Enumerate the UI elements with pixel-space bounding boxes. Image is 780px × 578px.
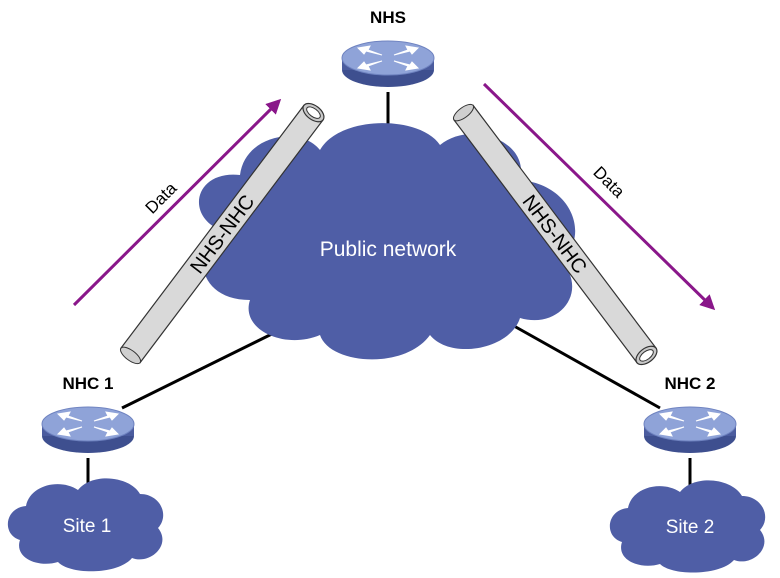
switch-icon (341, 40, 435, 88)
nhc2-label: NHC 2 (664, 374, 715, 393)
public-network-cloud: Public network (198, 123, 576, 360)
site1-label: Site 1 (63, 516, 112, 537)
site2-label: Site 2 (666, 517, 715, 538)
switch-icon (643, 406, 737, 454)
data-label-left: Data (142, 178, 181, 217)
nhc1-label: NHC 1 (62, 374, 113, 393)
nhs-device: NHS (341, 8, 435, 88)
switch-icon (41, 406, 135, 454)
nhs-label: NHS (370, 8, 406, 27)
data-label-right: Data (589, 163, 628, 202)
nhc1-device: NHC 1 (41, 374, 135, 454)
link-nhc2-cloud (513, 324, 661, 410)
data-arrow-left (72, 98, 282, 307)
link-nhc1-cloud (121, 324, 289, 410)
site2-cloud: Site 2 (609, 480, 766, 573)
data-arrow-right (482, 82, 716, 311)
nhc2-device: NHC 2 (643, 374, 737, 454)
site1-cloud: Site 1 (7, 478, 164, 572)
public-network-label: Public network (320, 238, 457, 261)
